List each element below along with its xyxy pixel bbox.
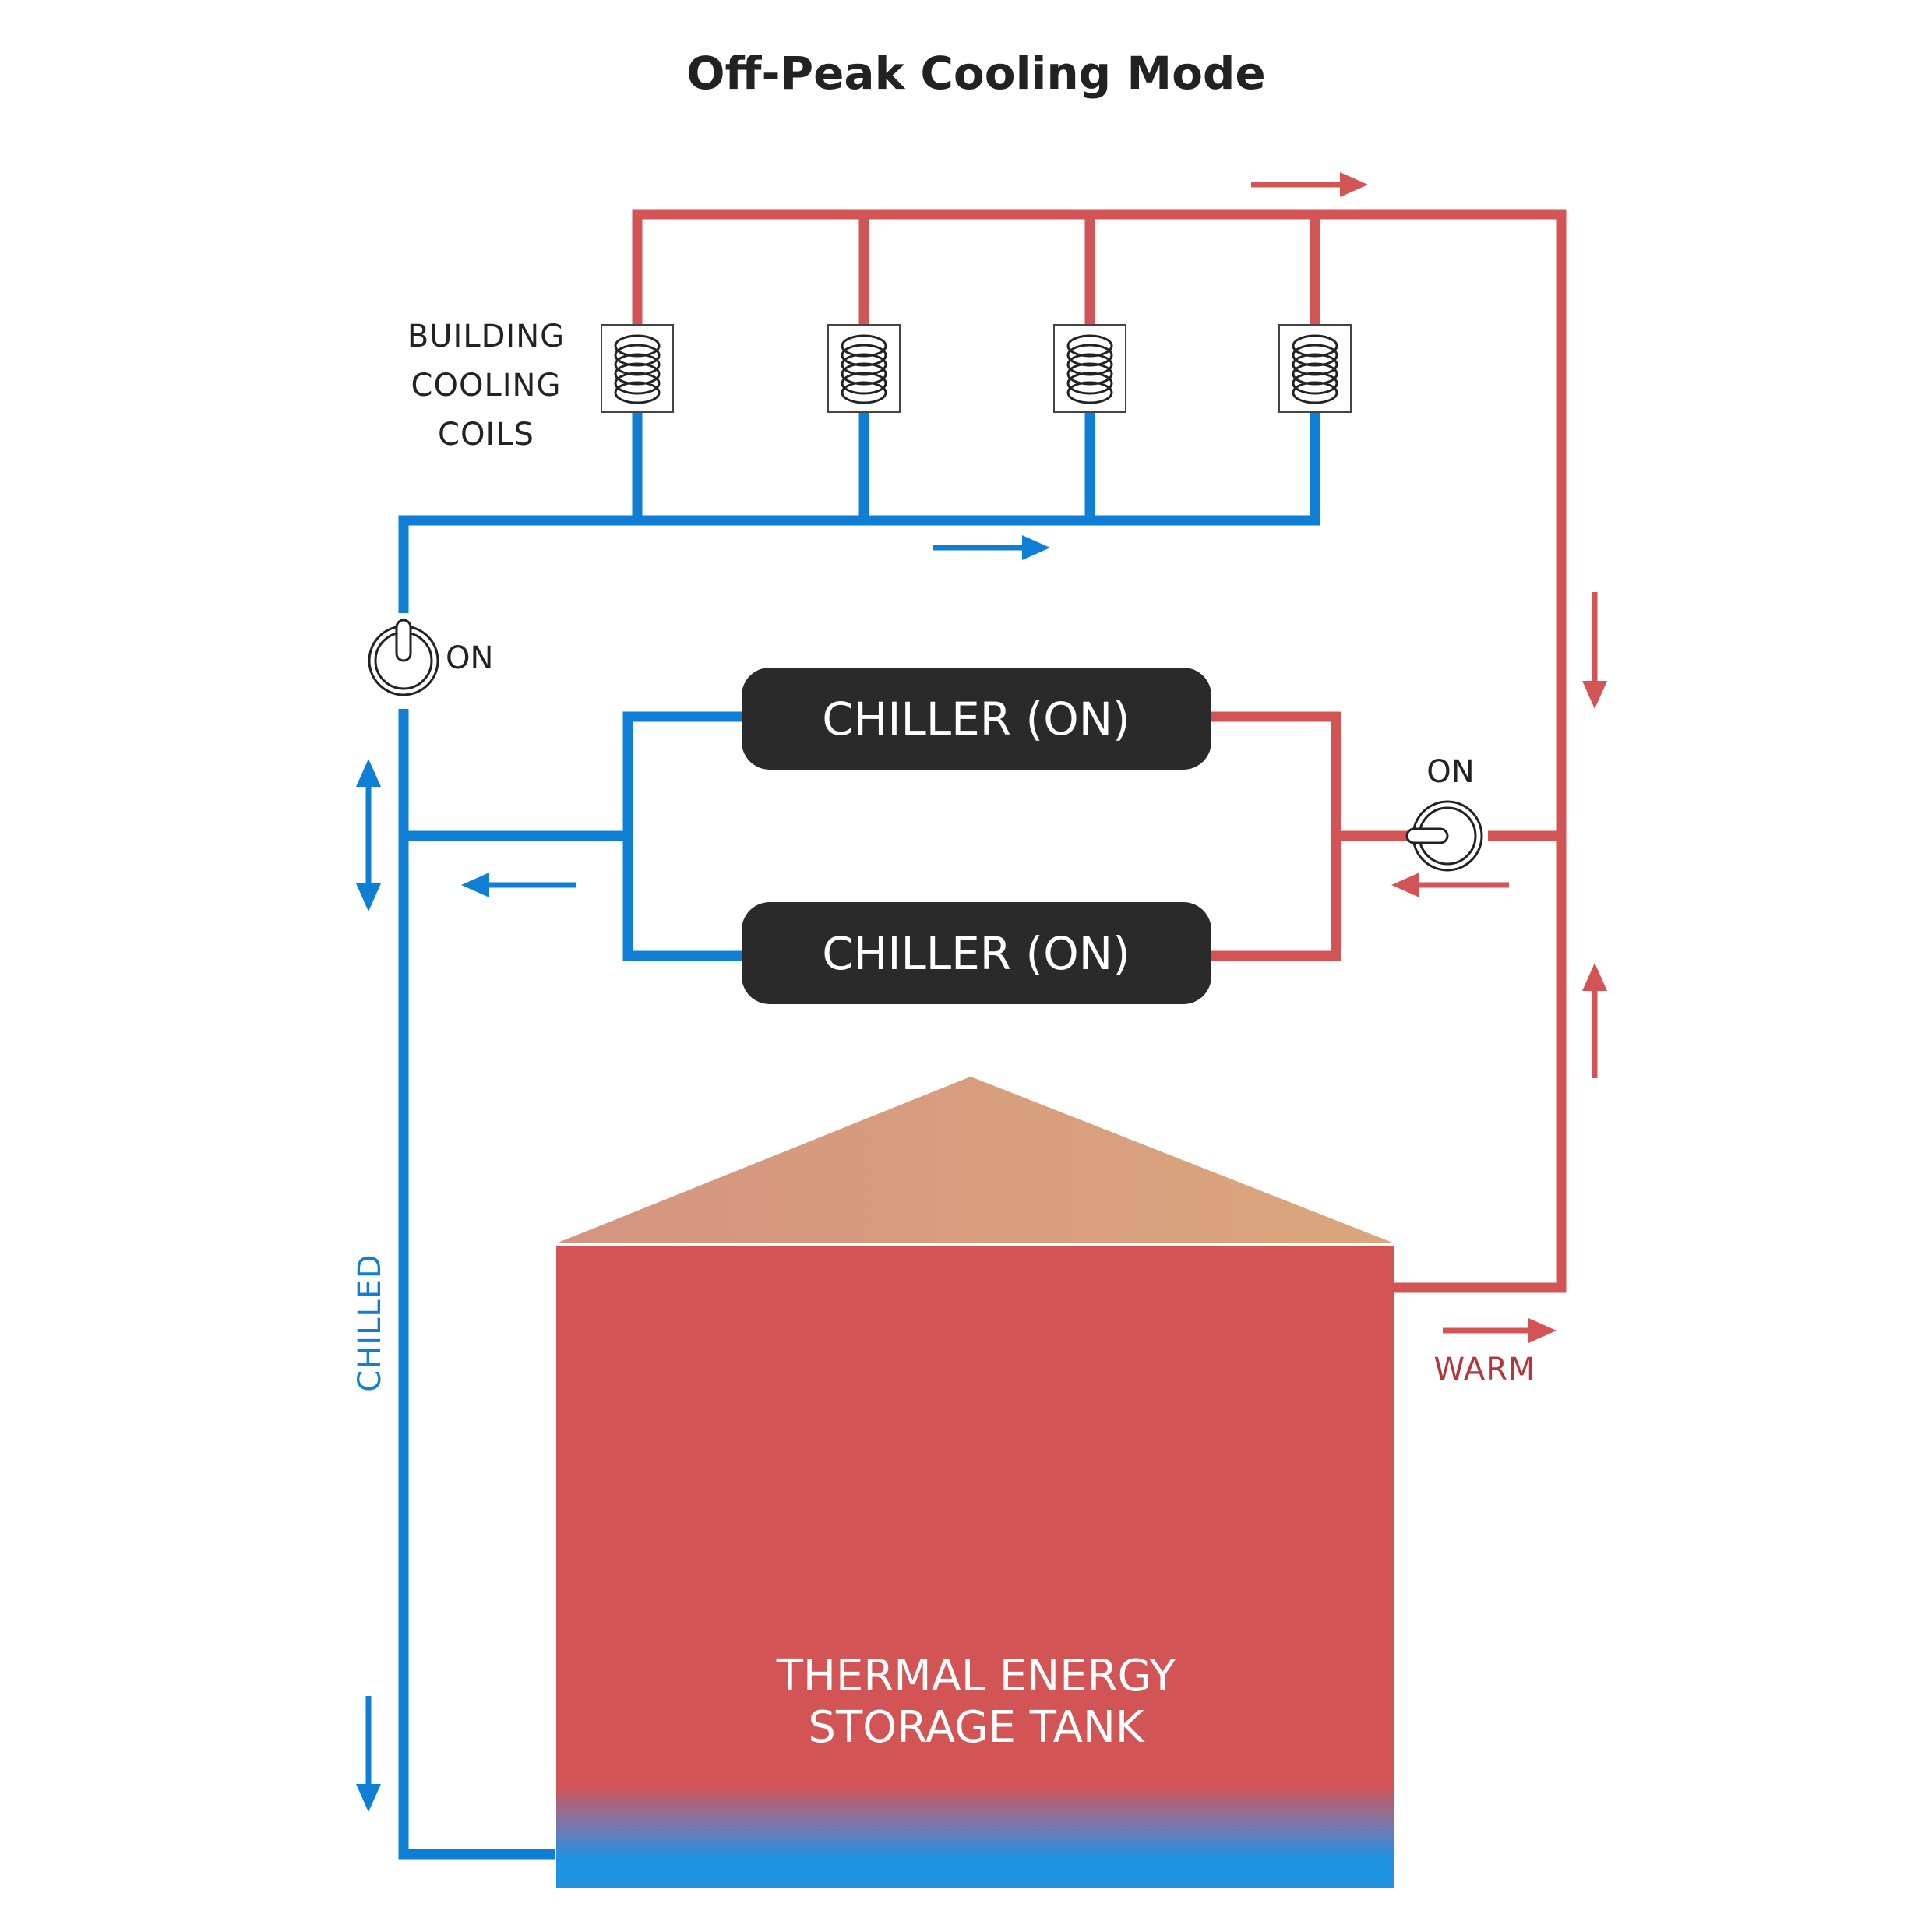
tank-label-line2: STORAGE TANK [808,1702,1144,1753]
power-valve-icon[interactable] [1405,800,1483,872]
coils-label-line1: BUILDING [407,319,565,354]
coils-label-line3: COILS [438,417,534,453]
flow-arrow-icon [1251,172,1368,197]
flow-arrow-icon [1391,873,1509,897]
chiller-top: CHILLER (ON) [742,668,1211,770]
flow-arrow-icon [356,759,381,911]
building-cooling-coils [601,324,1352,413]
coil-icon [601,324,674,413]
tank-label-line1: THERMAL ENERGY [776,1651,1176,1701]
flow-arrow-icon [933,535,1050,560]
coil-icon [1053,324,1126,413]
tank-body [556,1246,1394,1888]
valve-right-label: ON [1426,754,1474,790]
chiller-bottom-label: CHILLER (ON) [822,927,1130,980]
flow-arrow-icon [356,1696,381,1812]
flow-arrow-icon [1582,592,1607,709]
tank-roof [556,1077,1394,1243]
chiller-bottom: CHILLER (ON) [742,902,1211,1004]
chiller-top-label: CHILLER (ON) [822,693,1130,746]
power-valve-icon[interactable] [368,619,439,696]
coil-icon [1278,324,1352,413]
warm-header-pipe [632,209,1567,1293]
valve-left-label: ON [446,640,493,676]
warm-label: WARM [1433,1352,1535,1387]
flow-arrow-icon [1582,963,1607,1078]
page-title: Off-Peak Cooling Mode [686,47,1266,100]
chilled-supply-pipe [398,411,1320,1860]
chilled-label: CHILLED [352,1253,388,1391]
storage-tank: THERMAL ENERGY STORAGE TANK [556,1077,1394,1888]
flow-arrow-icon [461,873,576,897]
coils-label-line2: COOLING [411,368,562,404]
flow-arrow-icon [1443,1318,1557,1343]
coil-icon [827,324,901,413]
